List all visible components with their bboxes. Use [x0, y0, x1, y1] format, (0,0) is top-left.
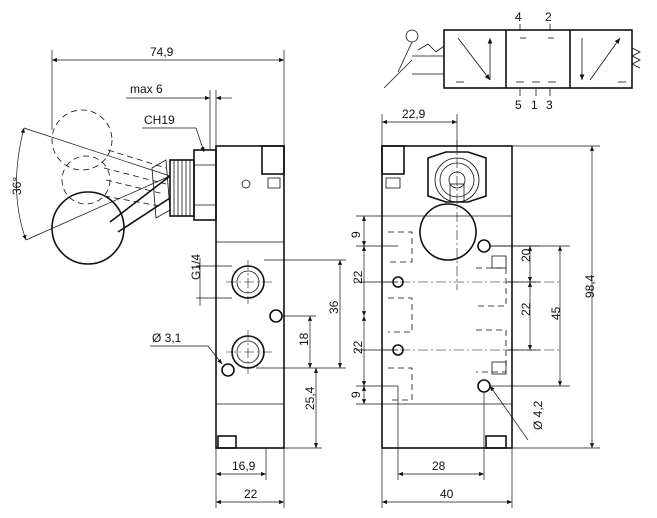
- height-36-label: 36: [327, 300, 341, 314]
- width-16-9-label: 16,9: [232, 459, 256, 473]
- port-2-label: 2: [545, 10, 552, 24]
- lever-solid: [51, 159, 171, 265]
- port-thread-label: G1/4: [189, 254, 203, 280]
- hex-nut: [169, 149, 217, 221]
- top-offset-label: 22,9: [402, 107, 426, 121]
- front-hole-lower: [477, 379, 491, 393]
- hole-diameter-label: Ø 4,2: [531, 400, 545, 430]
- pitch-9-top-label: 9: [349, 231, 363, 238]
- side-small-hole-lower: [221, 363, 235, 377]
- side-small-hole-upper: [269, 309, 283, 323]
- port-5-label: 5: [515, 98, 522, 112]
- port-4-label: 4: [515, 10, 522, 24]
- pitch-22-c-label: 22: [519, 302, 533, 316]
- mount-hole-label: Ø 3,1: [152, 331, 182, 345]
- port-3-label: 3: [546, 98, 553, 112]
- pitch-22-a-label: 22: [351, 270, 365, 284]
- pitch-22-b-label: 22: [351, 340, 365, 354]
- front-view: 22,9 9 22 22 9 20 22 45 98,4 Ø 4,2: [349, 107, 600, 508]
- side-port-lower: [226, 330, 272, 374]
- lever-phantom: [51, 109, 167, 207]
- side-view: 36° 74,9 max 6 CH19 G1/4 Ø 3,1 36 18: [10, 45, 346, 508]
- port-1-label: 1: [531, 98, 538, 112]
- side-port-upper: [226, 260, 272, 304]
- spacing-45-label: 45: [549, 306, 563, 320]
- front-body-outline: [381, 145, 513, 449]
- body-width-40-label: 40: [440, 487, 454, 501]
- hex-nut-label: CH19: [144, 113, 175, 127]
- height-25-4-label: 25,4: [303, 386, 317, 410]
- pneumatic-symbol: 4 2 5 1 3: [383, 10, 641, 112]
- lever-angle-label: 36°: [10, 177, 24, 195]
- height-18-label: 18: [297, 332, 311, 346]
- overall-height-label: 98,4: [583, 274, 597, 298]
- side-body-outline: [215, 145, 285, 449]
- front-lever-ball: [419, 203, 477, 261]
- hole-spacing-28-label: 28: [432, 459, 446, 473]
- lever-knob-icon: [405, 29, 419, 43]
- max-stroke-label: max 6: [130, 82, 163, 96]
- front-hole-upper: [477, 239, 491, 253]
- width-22-label: 22: [244, 487, 258, 501]
- pitch-9-bottom-label: 9: [349, 391, 363, 398]
- total-length-label: 74,9: [150, 45, 174, 59]
- pitch-20-label: 20: [519, 248, 533, 262]
